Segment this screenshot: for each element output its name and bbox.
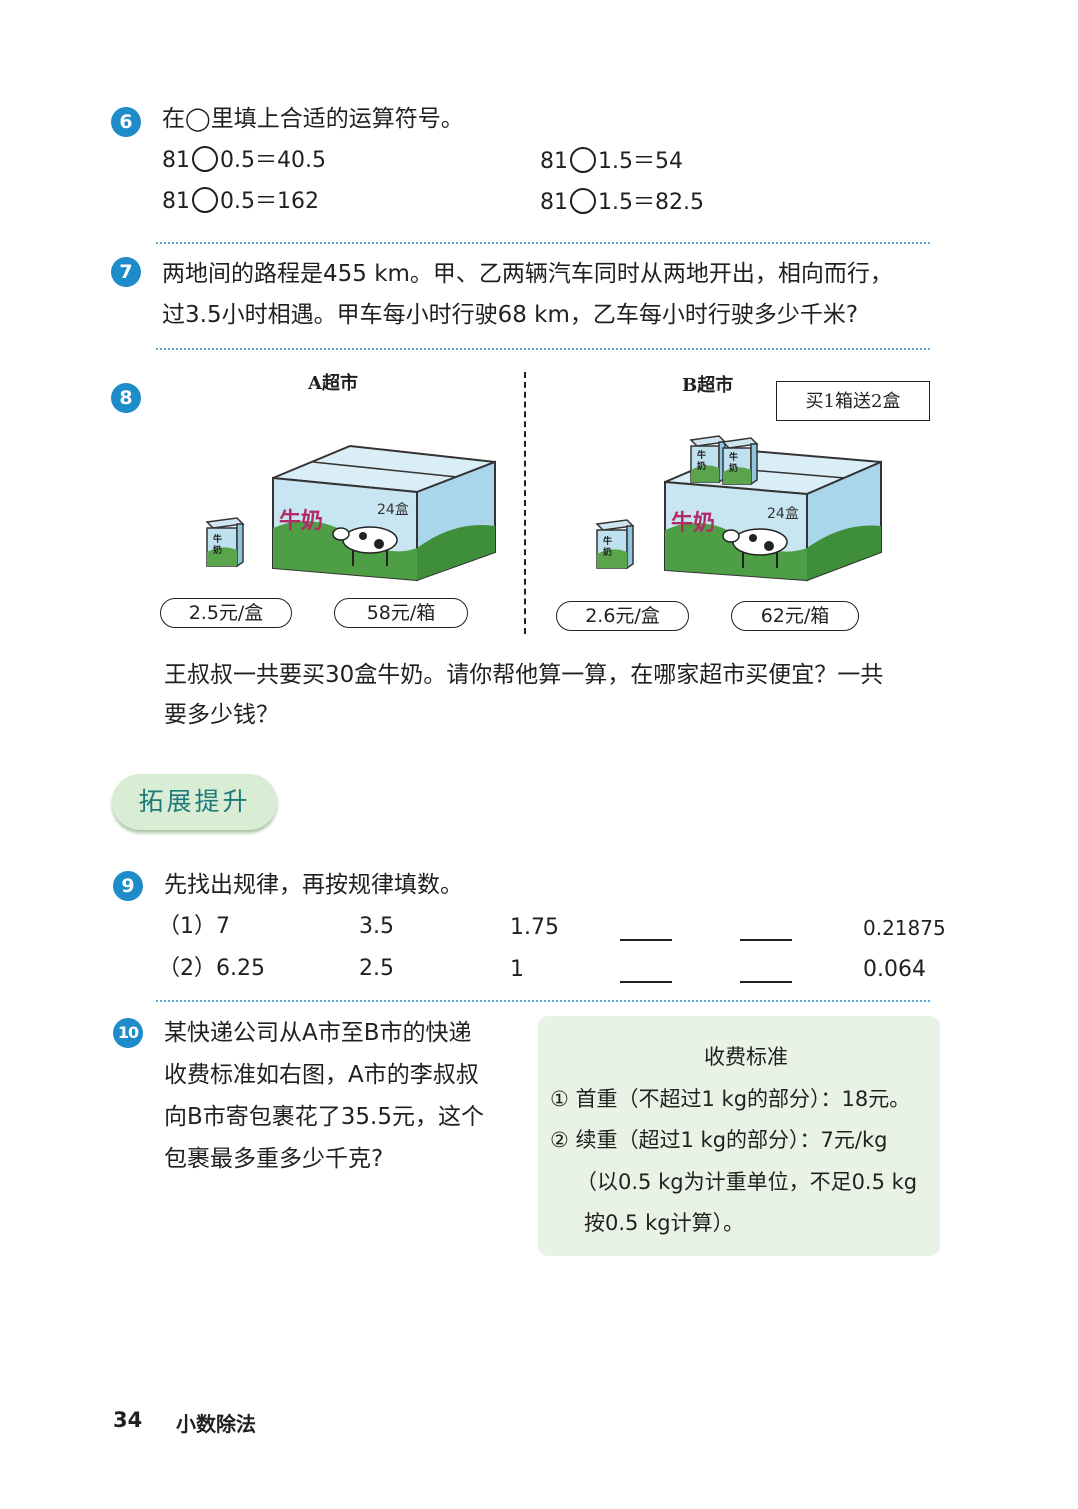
fee-standard-panel: 收费标准 ① 首重（不超过1 kg的部分）：18元。 ② 续重（超过1 kg的部…: [538, 1016, 940, 1256]
svg-text:牛: 牛: [213, 533, 222, 545]
eq-left: 81: [540, 190, 568, 215]
eq-right: 0.5＝40.5: [220, 148, 326, 173]
q6-equation-3: 81 0.5＝162: [162, 187, 319, 217]
separator: [156, 348, 930, 350]
milk-case-icon: 牛奶 24盒: [272, 444, 496, 582]
q6-equation-2: 81 1.5＝54: [540, 147, 683, 177]
separator: [156, 242, 930, 244]
q6-equation-1: 81 0.5＝40.5: [162, 146, 326, 176]
gift-carton-icon: 牛 奶: [721, 437, 759, 486]
answer-blank[interactable]: [620, 939, 672, 941]
svg-text:24盒: 24盒: [377, 501, 409, 518]
svg-text:24盒: 24盒: [767, 505, 799, 522]
eq-left: 81: [162, 148, 190, 173]
question-number-8: 8: [111, 383, 141, 413]
fee-line-3: （以0.5 kg为计重单位，不足0.5 kg: [576, 1170, 918, 1194]
svg-text:奶: 奶: [696, 460, 706, 472]
fee-line-4: 按0.5 kg计算）。: [584, 1211, 745, 1235]
price-b-per-box: 2.6元/盒: [556, 601, 689, 631]
eq-left: 81: [540, 149, 568, 174]
market-a-title: A超市: [308, 373, 358, 394]
q9-row1-last: 0.21875: [863, 916, 946, 940]
fee-title: 收费标准: [704, 1045, 788, 1069]
eq-right: 0.5＝162: [220, 189, 319, 214]
q9-row2-value-3: 1: [510, 957, 524, 982]
market-b-illustration: 牛 奶 牛奶 24盒 牛 奶 牛 奶: [595, 435, 882, 582]
fee-line-1: ① 首重（不超过1 kg的部分）：18元。: [550, 1087, 911, 1111]
market-divider: [524, 372, 526, 634]
price-a-per-box: 2.5元/盒: [160, 598, 292, 628]
chapter-title: 小数除法: [176, 1412, 256, 1436]
q9-row1-label: （1）7: [158, 914, 230, 939]
svg-text:奶: 奶: [212, 544, 222, 556]
q10-line-2: 收费标准如右图，A市的李叔叔: [164, 1062, 479, 1088]
blank-circle[interactable]: [192, 187, 218, 213]
q7-line-1: 两地间的路程是455 km。甲、乙两辆汽车同时从两地开出，相向而行，: [162, 261, 893, 287]
svg-text:牛: 牛: [697, 449, 706, 461]
answer-blank[interactable]: [740, 981, 792, 983]
answer-blank[interactable]: [740, 939, 792, 941]
milk-carton-icon: 牛 奶: [595, 519, 635, 570]
question-number-7: 7: [111, 257, 141, 287]
q6-equation-4: 81 1.5＝82.5: [540, 188, 704, 218]
q10-line-1: 某快递公司从A市至B市的快递: [164, 1020, 472, 1046]
q7-line-2: 过3.5小时相遇。甲车每小时行驶68 km，乙车每小时行驶多少千米?: [162, 302, 859, 328]
svg-text:牛: 牛: [729, 451, 738, 463]
q9-row2-last: 0.064: [863, 957, 926, 982]
question-number-10: 10: [113, 1018, 143, 1048]
q9-row1-value-3: 1.75: [510, 915, 559, 940]
gift-carton-icon: 牛 奶: [689, 435, 727, 484]
eq-right: 1.5＝54: [598, 149, 683, 174]
separator: [156, 1000, 930, 1002]
q9-row2-label: （2）6.25: [158, 956, 265, 981]
price-b-per-case: 62元/箱: [731, 601, 859, 631]
page-number: 34: [113, 1408, 143, 1432]
eq-right: 1.5＝82.5: [598, 190, 704, 215]
q6-prompt: 在◯里填上合适的运算符号。: [162, 106, 464, 132]
market-b-title: B超市: [682, 375, 734, 396]
question-number-9: 9: [113, 871, 143, 901]
q8-line-2: 要多少钱？: [164, 702, 279, 728]
blank-circle[interactable]: [570, 147, 596, 173]
answer-blank[interactable]: [620, 981, 672, 983]
fee-line-2: ② 续重（超过1 kg的部分）：7元/kg: [550, 1128, 888, 1152]
svg-text:奶: 奶: [602, 546, 612, 558]
q9-prompt: 先找出规律，再按规律填数。: [164, 872, 463, 898]
q9-row1-value-2: 3.5: [359, 914, 394, 939]
market-a-illustration: 牛 奶 牛奶 24盒: [205, 444, 496, 582]
svg-text:牛: 牛: [603, 535, 612, 547]
blank-circle[interactable]: [192, 146, 218, 172]
q10-line-4: 包裹最多重多少千克?: [164, 1146, 384, 1172]
svg-text:奶: 奶: [728, 462, 738, 474]
blank-circle[interactable]: [570, 188, 596, 214]
milk-carton-icon: 牛 奶: [205, 517, 245, 568]
q9-row2-value-2: 2.5: [359, 956, 394, 981]
promo-sign: 买1箱送2盒: [776, 381, 930, 421]
q10-line-3: 向B市寄包裹花了35.5元，这个: [164, 1104, 484, 1130]
q8-line-1: 王叔叔一共要买30盒牛奶。请你帮他算一算，在哪家超市买便宜？一共: [164, 662, 884, 688]
question-number-6: 6: [111, 107, 141, 137]
price-a-per-case: 58元/箱: [334, 598, 468, 628]
eq-left: 81: [162, 189, 190, 214]
svg-text:牛奶: 牛奶: [671, 510, 715, 536]
milk-case-icon: 牛奶 24盒: [664, 448, 882, 582]
svg-text:牛奶: 牛奶: [279, 508, 323, 534]
section-extension-heading: 拓展提升: [112, 774, 277, 830]
